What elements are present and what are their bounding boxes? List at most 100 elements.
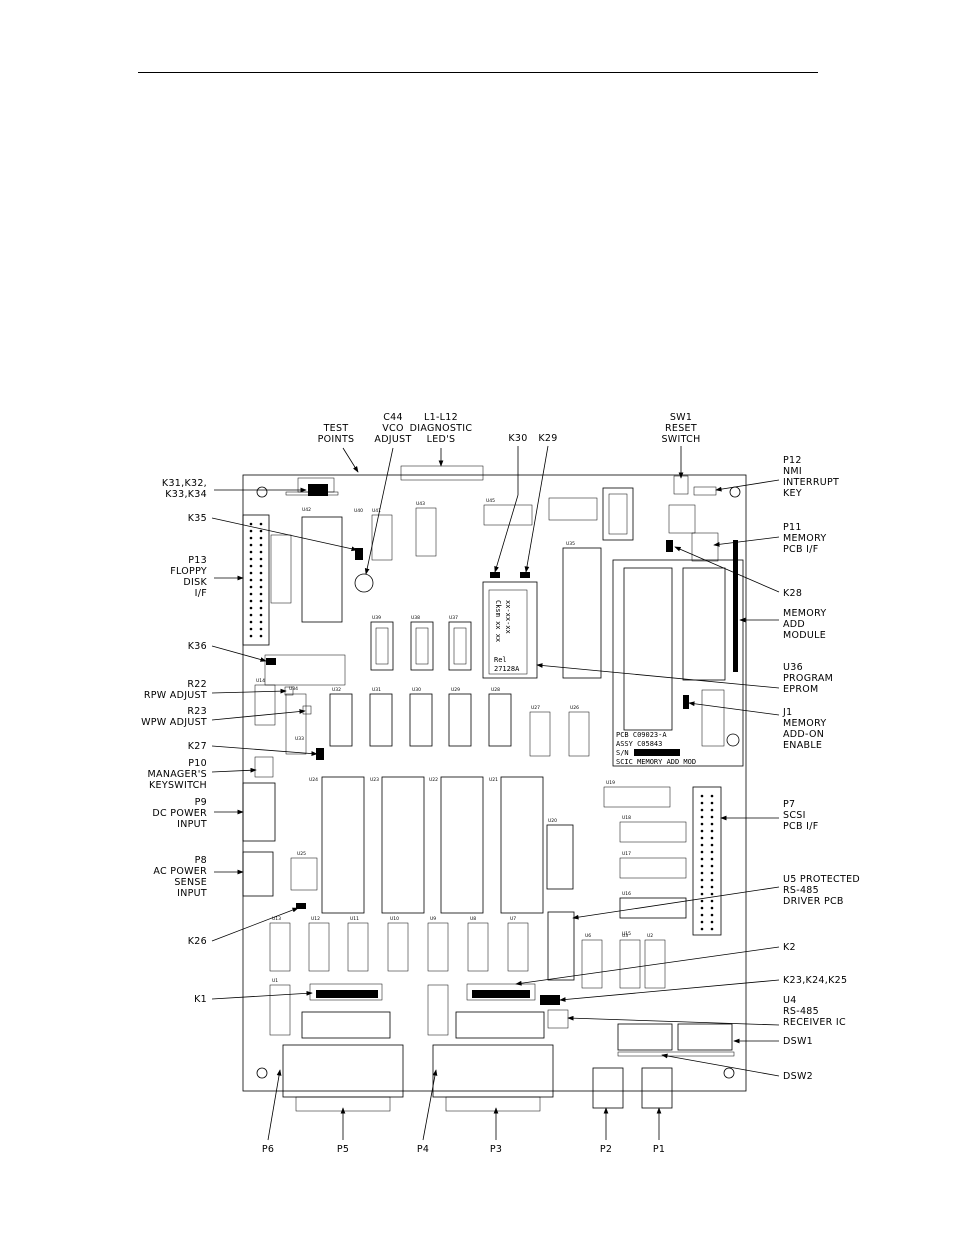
u4-receiver: [547, 1009, 569, 1029]
p7-pin: [700, 906, 704, 910]
chip-ref: U27: [531, 705, 540, 711]
dsw1-switch: [677, 1023, 733, 1051]
label-u4-1: U4: [783, 995, 797, 1006]
eprom-text-2: Cksm xx xx: [494, 600, 502, 642]
chip-ref: U11: [350, 916, 359, 922]
chip-ref: U20: [548, 818, 557, 824]
label-u36-2: PROGRAM: [783, 673, 833, 684]
p7-pin: [700, 885, 704, 889]
p13-pin: [259, 571, 263, 575]
label-p12-4: KEY: [783, 488, 802, 499]
label-p5: P5: [337, 1144, 349, 1155]
jumper-k26: [296, 903, 306, 909]
label-k30: K30: [508, 433, 527, 444]
label-sw1-1: SW1: [670, 412, 692, 423]
chip-ref: U38: [411, 615, 420, 621]
p13-pin: [249, 606, 253, 610]
label-p12-2: NMI: [783, 466, 802, 477]
p13-pin: [259, 585, 263, 589]
p7-pin: [710, 822, 714, 826]
label-k26: K26: [188, 936, 207, 947]
label-r22-2: RPW ADJUST: [144, 690, 207, 701]
chip-ref: U24: [309, 777, 318, 783]
p7-pin: [710, 808, 714, 812]
p7-pin: [710, 920, 714, 924]
p2-bnc: [592, 1067, 624, 1109]
p13-pin: [249, 557, 253, 561]
label-c44-1: C44: [383, 412, 403, 423]
label-p6: P6: [262, 1144, 274, 1155]
p13-pin: [249, 550, 253, 554]
chip-ref: U25: [297, 851, 306, 857]
label-sw1-2: RESET: [665, 423, 697, 434]
chip-ref: U40: [354, 508, 363, 514]
c44-vco-adjust: [354, 573, 374, 593]
chip-ref: U30: [412, 687, 421, 693]
p13-pin: [249, 578, 253, 582]
chip-ref: U41: [372, 508, 381, 514]
p7-pin: [700, 892, 704, 896]
p7-pin: [710, 899, 714, 903]
label-test-points-2: POINTS: [318, 434, 355, 445]
p7-pin: [710, 850, 714, 854]
u5-driver-pcb: [547, 911, 575, 981]
label-k36: K36: [188, 641, 207, 652]
pcb-outline: [242, 474, 747, 1092]
label-dsw1: DSW1: [783, 1036, 813, 1047]
header-rule: [138, 72, 818, 73]
label-p12-3: INTERRUPT: [783, 477, 839, 488]
label-k27: K27: [188, 741, 207, 752]
chip-ref: U31: [372, 687, 381, 693]
p13-pin: [249, 620, 253, 624]
p7-pin: [700, 857, 704, 861]
p13-pin: [259, 550, 263, 554]
label-k35: K35: [188, 513, 207, 524]
p7-pin: [710, 906, 714, 910]
chip-ref: U45: [486, 498, 495, 504]
label-p11-2: MEMORY: [783, 533, 826, 544]
label-p13-2: FLOPPY: [170, 566, 207, 577]
p13-pin: [249, 599, 253, 603]
p13-pin: [259, 613, 263, 617]
p7-pin: [700, 920, 704, 924]
label-k29: K29: [538, 433, 557, 444]
p7-pin: [700, 850, 704, 854]
module-text-3: S/N: [616, 749, 629, 757]
jumper-k36: [266, 658, 276, 665]
chip-ref: U17: [622, 851, 631, 857]
chip-ref: U6: [585, 933, 591, 939]
label-p8-3: SENSE: [174, 877, 207, 888]
label-mem-add-2: ADD: [783, 619, 805, 630]
p13-pin: [249, 543, 253, 547]
p3-dsub: [432, 1044, 554, 1098]
label-p12-1: P12: [783, 455, 802, 466]
r23-potentiometer: [302, 705, 312, 715]
mount-hole: [726, 733, 740, 747]
p8-connector: [242, 851, 274, 897]
jumper-k29: [520, 572, 530, 578]
p13-pin: [249, 536, 253, 540]
label-j1-1: J1: [782, 707, 792, 718]
label-p9-2: DC POWER: [152, 808, 207, 819]
jumper-k35: [355, 548, 363, 560]
label-l1-l12-3: LED'S: [427, 434, 456, 445]
p3-header: [455, 1011, 545, 1039]
label-c44-2: VCO: [382, 423, 404, 434]
module-text-4: SCIC MEMORY ADD MOD: [616, 758, 696, 766]
p7-connector: [692, 786, 722, 936]
chip-ref: U9: [430, 916, 436, 922]
chip-ref: U15: [622, 931, 631, 937]
jumper-j1: [683, 695, 689, 709]
jumper-k27: [316, 748, 324, 760]
p7-pin: [700, 843, 704, 847]
mount-hole: [256, 486, 268, 498]
label-p9-3: INPUT: [177, 819, 207, 830]
label-u36-1: U36: [783, 662, 803, 673]
p7-pin: [700, 808, 704, 812]
chip-ref: U18: [622, 815, 631, 821]
label-p7-3: PCB I/F: [783, 821, 818, 832]
chip-ref: U10: [390, 916, 399, 922]
label-p13-1: P13: [188, 555, 207, 566]
label-k31-2: K33,K34: [165, 489, 207, 500]
chip-ref: U14: [256, 678, 265, 684]
